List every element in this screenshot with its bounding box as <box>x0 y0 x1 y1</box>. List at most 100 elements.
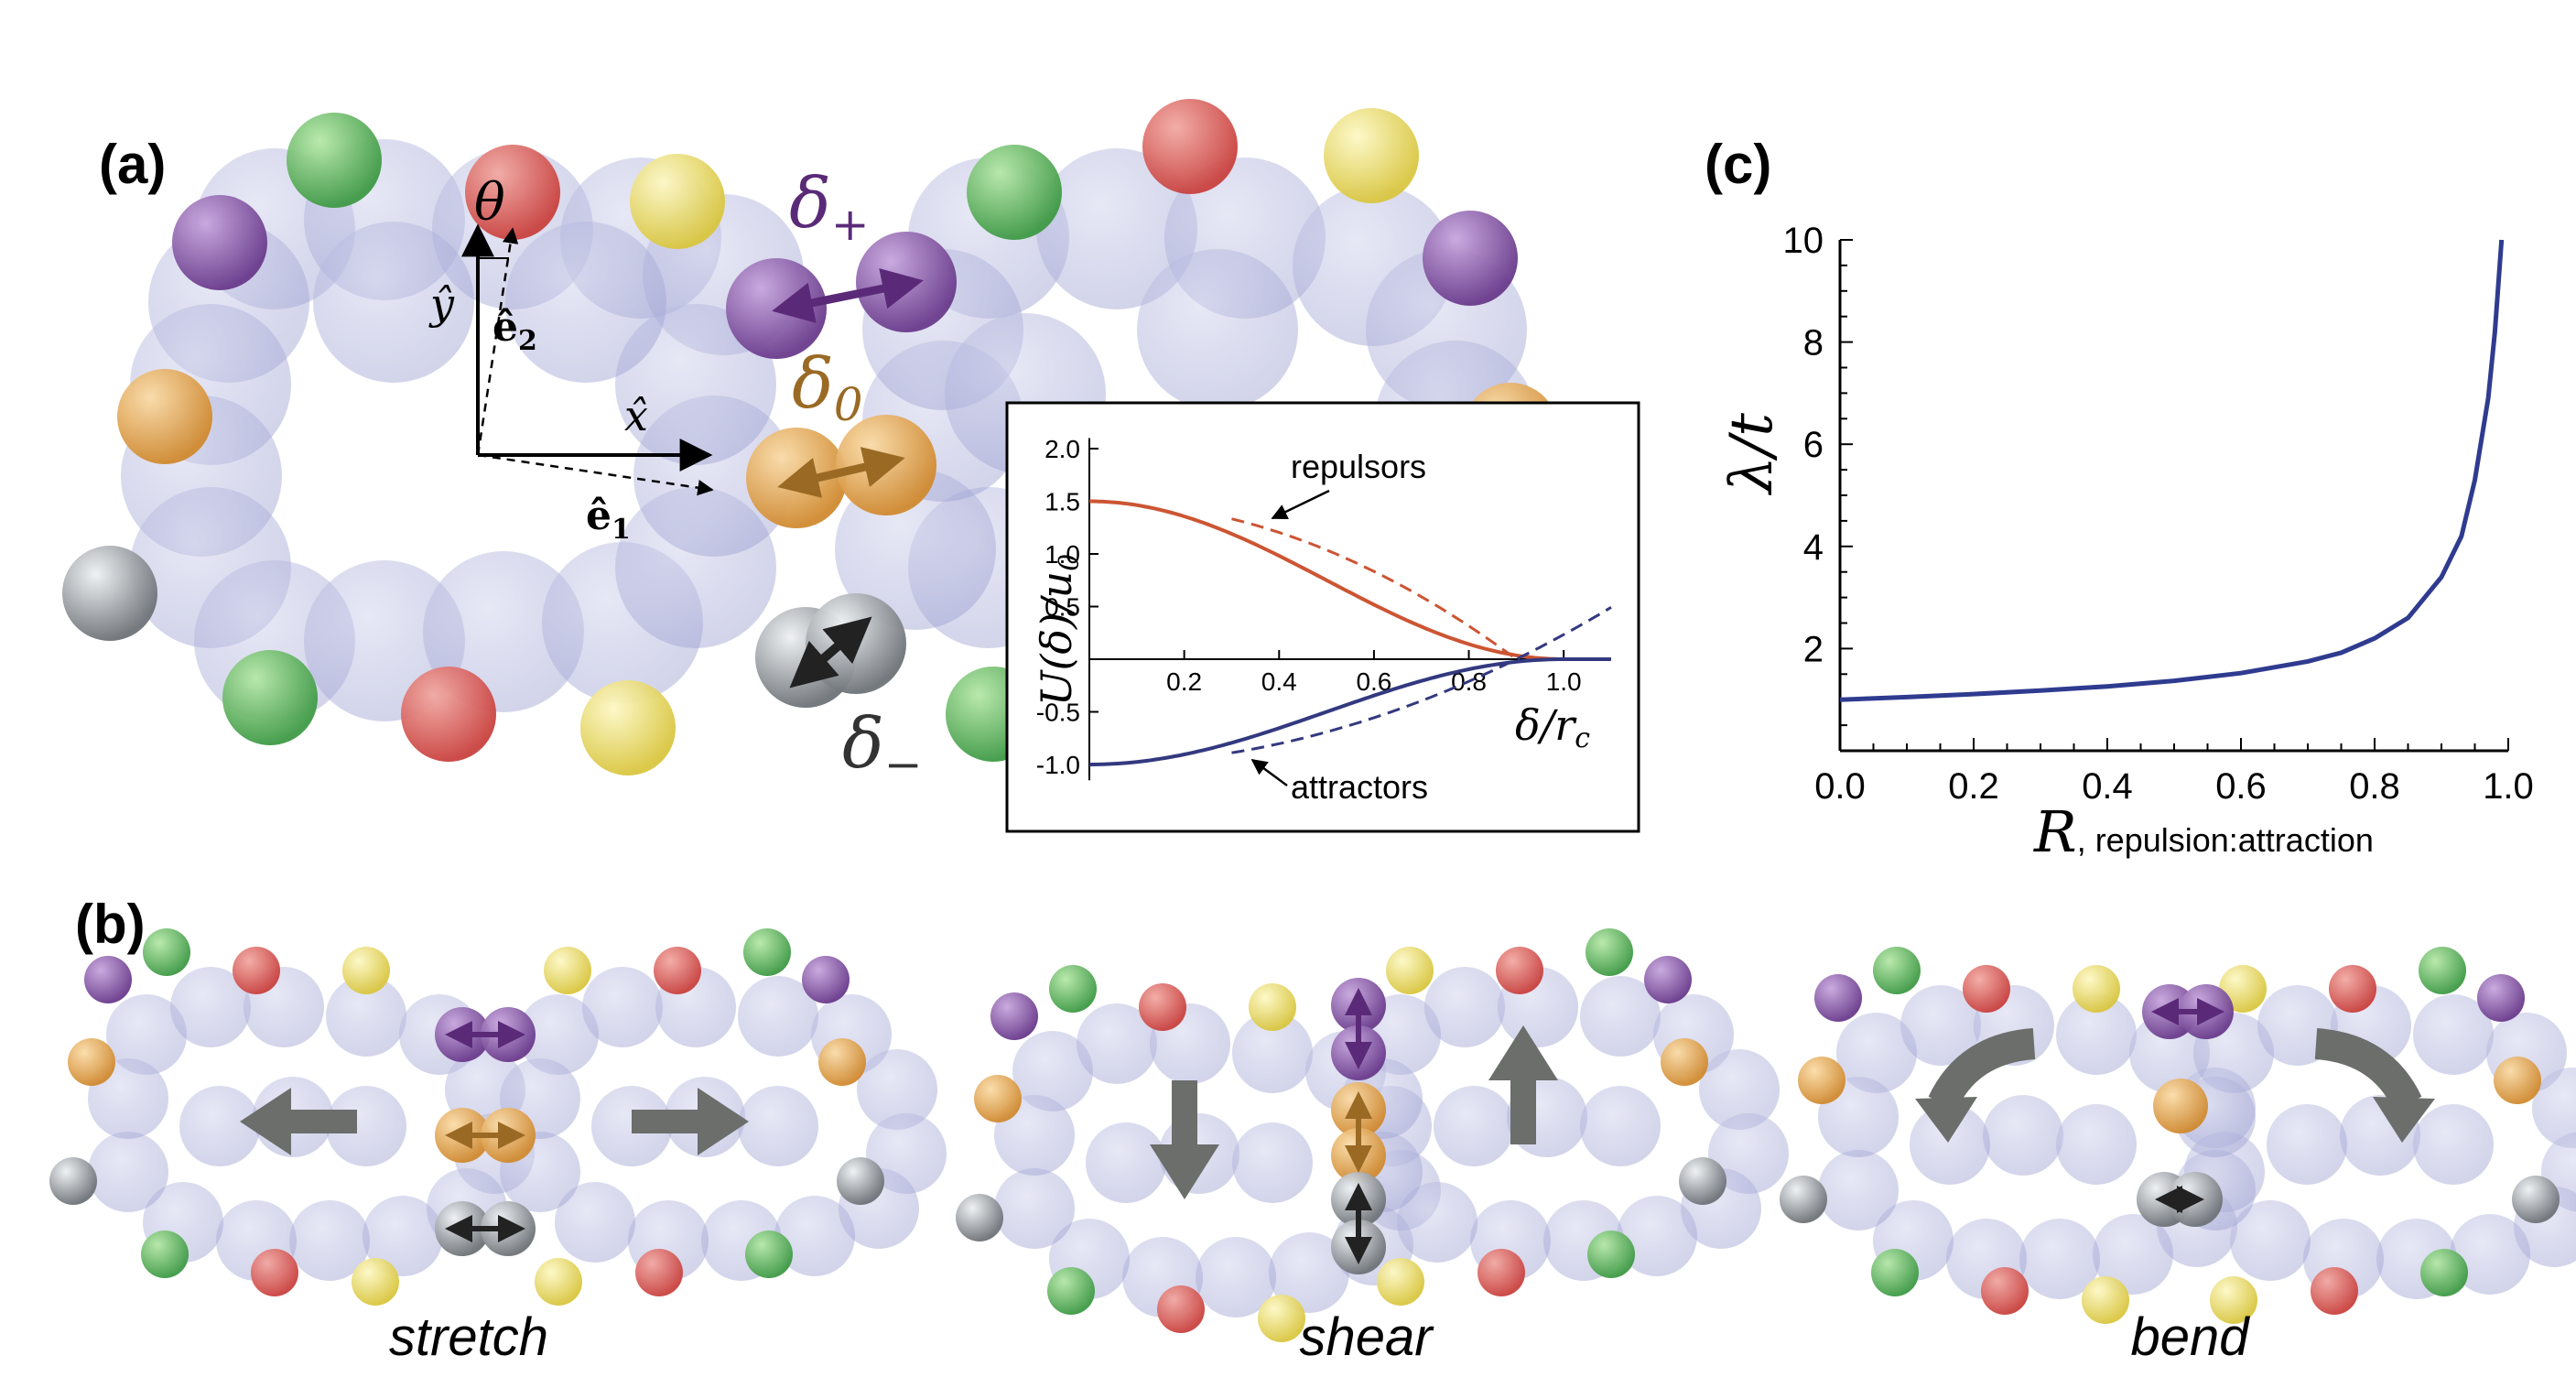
body-particle <box>1818 1150 1899 1231</box>
right-arrow-icon <box>632 1088 749 1155</box>
body-particle <box>505 222 666 383</box>
orange-bead <box>2153 1079 2208 1133</box>
green-bead <box>1871 1249 1919 1296</box>
x-tick-label: 1.0 <box>2483 766 2534 807</box>
y-tick-label: 10 <box>1783 221 1824 261</box>
body-particle <box>555 1182 635 1263</box>
body-particle <box>1269 1232 1349 1313</box>
red-bead <box>251 1249 298 1296</box>
purple-bead <box>172 195 267 290</box>
yellow-bead <box>2073 965 2120 1013</box>
body-particle <box>1086 1122 1166 1203</box>
body-particle <box>738 976 818 1057</box>
delta-zero-label: δ0 <box>792 342 863 431</box>
orange-bead <box>818 1038 866 1086</box>
body-particle <box>518 994 599 1075</box>
yellow-bead <box>1324 108 1419 203</box>
yellow-bead <box>2082 1276 2129 1324</box>
body-particle <box>2450 1214 2530 1295</box>
stretch-configuration <box>49 928 947 1306</box>
body-particle <box>1580 976 1661 1057</box>
left-arrow-icon <box>240 1088 357 1155</box>
bend-configuration <box>1780 947 2576 1324</box>
body-particle <box>2093 1214 2173 1295</box>
body-particle <box>2056 1104 2137 1185</box>
delta-plus-pair <box>726 232 957 359</box>
body-particle <box>1699 1049 1780 1130</box>
repulsors-label: repulsors <box>1291 448 1426 485</box>
green-bead <box>1586 928 1633 976</box>
inset-y-tick-label: 1.0 <box>1044 540 1080 569</box>
body-particle <box>1983 1095 2063 1176</box>
panel-a-diagram: (a) θ ŷ x̂ ê2 ê1 δ+ δ0 <box>62 99 1640 833</box>
x-tick-label: 0.4 <box>2082 766 2133 807</box>
body-particle <box>1012 1031 1093 1111</box>
green-bead <box>2419 947 2466 994</box>
body-particle <box>1617 1196 1697 1276</box>
red-bead <box>1477 1249 1525 1296</box>
body-particle <box>1434 1086 1514 1166</box>
yellow-bead <box>352 1258 399 1306</box>
gray-bead <box>2512 1176 2560 1223</box>
shear-arrows <box>1150 1025 1558 1199</box>
up-arrow-icon <box>1488 1025 1558 1144</box>
red-bead <box>2329 965 2376 1013</box>
panel-b-diagrams: (b) stretch shear bend <box>49 894 2576 1367</box>
yellow-bead <box>580 680 676 775</box>
body-particle <box>1580 1086 1661 1166</box>
repulsor-quadratic-dashed <box>1231 517 1518 661</box>
body-particle <box>1910 1104 1990 1185</box>
body-particle <box>738 1086 818 1166</box>
orange-bead <box>2494 1057 2541 1104</box>
body-particle <box>994 1168 1075 1249</box>
body-particle <box>88 1132 168 1212</box>
body-particle <box>1036 148 1197 309</box>
body-particle <box>106 994 187 1075</box>
purple-bead <box>1644 956 1692 1003</box>
inset-y-tick-label: 0.5 <box>1044 593 1080 622</box>
lambda-curve <box>1839 239 2505 702</box>
y-tick-label: 2 <box>1803 629 1824 669</box>
inset-xlabel: δ/rc <box>1515 700 1590 754</box>
gray-bead <box>1679 1157 1726 1205</box>
red-bead <box>465 145 560 240</box>
body-particle <box>1232 1122 1313 1203</box>
bend-caption: bend <box>2130 1307 2250 1367</box>
panel-a-label: (a) <box>99 134 166 195</box>
body-particle <box>1424 967 1505 1047</box>
green-bead <box>967 145 1062 240</box>
yellow-bead <box>1386 947 1434 994</box>
attractor-curve <box>1089 657 1611 766</box>
stretch-arrows <box>240 1088 749 1155</box>
red-bead <box>401 667 496 762</box>
body-particle <box>1397 1182 1477 1263</box>
bend-arrows <box>1915 1028 2435 1143</box>
purple-bead <box>84 956 132 1003</box>
theta-symbol: θ <box>474 173 505 233</box>
body-particle <box>1077 1003 1157 1084</box>
inset-ylabel: U(δ)/u0 <box>1032 554 1086 707</box>
e1-label: ê1 <box>586 493 631 546</box>
x-tick-label: 0.8 <box>2349 766 2400 807</box>
orange-bead <box>1798 1057 1845 1104</box>
purple-bead <box>990 992 1038 1040</box>
body-particle <box>1836 1013 1917 1093</box>
green-bead <box>141 1231 189 1278</box>
red-bead <box>1496 947 1543 994</box>
gray-bead <box>49 1157 97 1205</box>
orange-bead <box>117 369 212 464</box>
inset-x-tick-label: 1.0 <box>1546 667 1582 696</box>
y-hat-label: ŷ <box>428 279 455 329</box>
down-arrow-icon <box>1150 1080 1219 1199</box>
body-particle <box>289 1200 370 1281</box>
green-bead <box>1047 1267 1095 1315</box>
body-particle <box>313 222 474 383</box>
shear-caption: shear <box>1299 1307 1434 1367</box>
green-bead <box>287 113 382 208</box>
purple-bead <box>1423 211 1518 306</box>
yellow-bead <box>1249 983 1296 1031</box>
green-bead <box>2420 1249 2468 1296</box>
